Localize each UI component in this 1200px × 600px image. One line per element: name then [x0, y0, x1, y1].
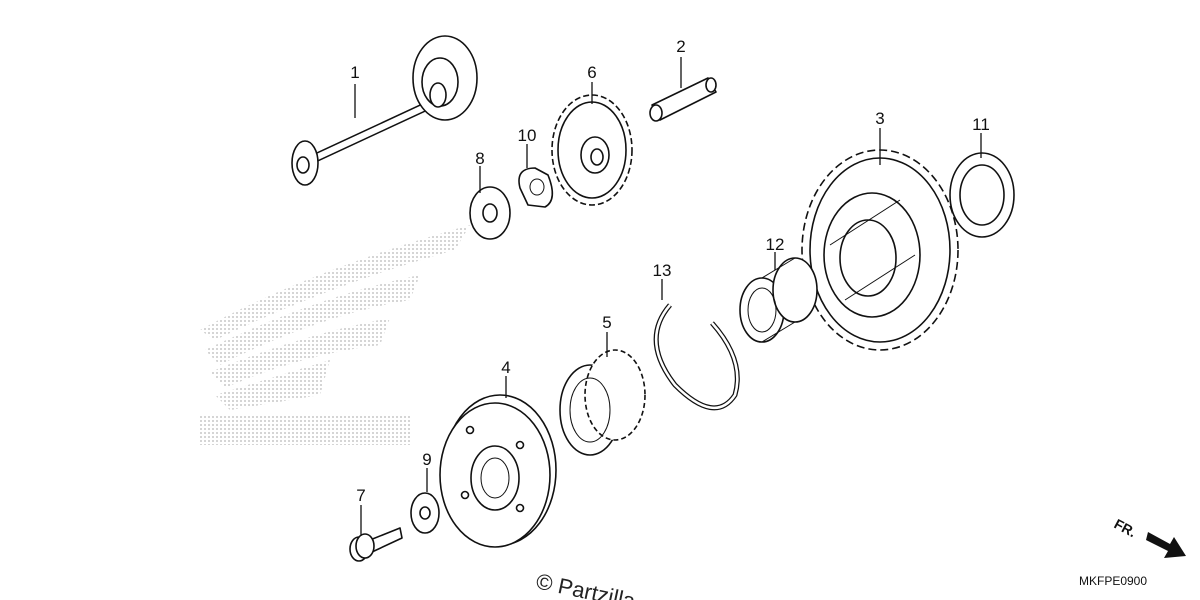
- part-7-bolt[interactable]: [349, 527, 403, 562]
- part-4-housing[interactable]: [439, 394, 557, 548]
- front-direction-indicator: FR.: [1112, 516, 1186, 558]
- part-13-circlip[interactable]: [653, 303, 740, 411]
- callout-7[interactable]: 7: [356, 486, 365, 505]
- part-10-plate[interactable]: [518, 167, 554, 208]
- callout-labels: 1 2 3 4 5 6 7 8 9 10 11 12 13: [350, 37, 990, 505]
- part-6-gear[interactable]: [551, 94, 633, 206]
- honda-logo-watermark: [200, 225, 470, 445]
- callout-8[interactable]: 8: [475, 149, 484, 168]
- diagram-code: MKFPE0900: [1079, 574, 1147, 588]
- callout-10[interactable]: 10: [518, 126, 537, 145]
- callout-9[interactable]: 9: [422, 450, 431, 469]
- callout-3[interactable]: 3: [875, 109, 884, 128]
- callout-12[interactable]: 12: [766, 235, 785, 254]
- part-9-washer[interactable]: [410, 492, 440, 534]
- callout-11[interactable]: 11: [972, 115, 990, 134]
- part-12-bearing[interactable]: [739, 257, 818, 343]
- callout-6[interactable]: 6: [587, 63, 596, 82]
- callout-1[interactable]: 1: [350, 63, 359, 82]
- callout-2[interactable]: 2: [676, 37, 685, 56]
- part-5-clutch[interactable]: [559, 349, 646, 456]
- leader-lines: [354, 57, 982, 536]
- callout-5[interactable]: 5: [602, 313, 611, 332]
- part-3-sprocket[interactable]: [801, 149, 959, 351]
- part-8-washer[interactable]: [469, 186, 511, 240]
- part-1-shaft[interactable]: [291, 35, 478, 186]
- part-11-plate[interactable]: [949, 152, 1015, 238]
- part-2-pin[interactable]: [649, 77, 717, 122]
- copyright-watermark: © Partzilla: [534, 568, 638, 600]
- callout-13[interactable]: 13: [653, 261, 672, 280]
- front-arrow-icon: [1146, 532, 1186, 558]
- front-direction-label: FR.: [1112, 516, 1139, 541]
- callout-4[interactable]: 4: [501, 358, 510, 377]
